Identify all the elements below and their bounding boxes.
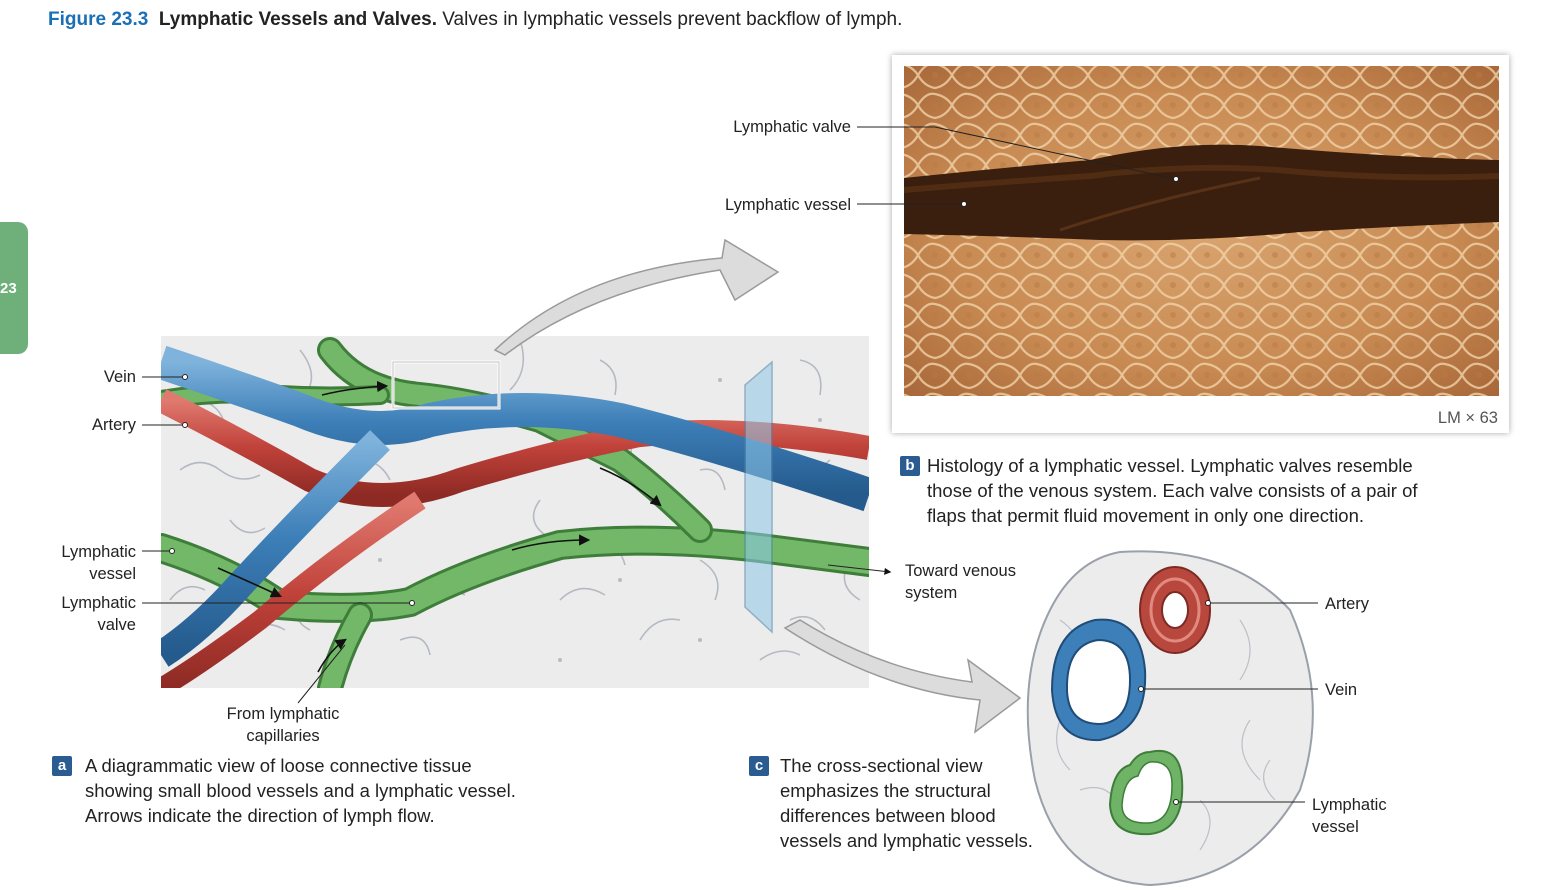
label-toward-venous-line2: system [905, 584, 958, 602]
label-c-lymphatic-vessel-line2: vessel [1312, 818, 1359, 836]
badge-a-wrap: a [52, 756, 72, 776]
connective-tissue-diagram [161, 336, 869, 688]
label-from-capillaries: From lymphatic capillaries [200, 703, 366, 747]
caption-b: Histology of a lymphatic vessel. Lymphat… [927, 453, 1418, 528]
chapter-tab: 23 [0, 222, 28, 354]
label-toward-venous-line1: Toward venous [905, 562, 1016, 580]
histology-photo [904, 66, 1499, 396]
figure-number: Figure 23.3 [48, 9, 149, 30]
zoom-arrow-to-histology [493, 238, 780, 356]
label-c-vein: Vein [1325, 681, 1358, 699]
caption-c-line4: vessels and lymphatic vessels. [780, 830, 1033, 851]
caption-c-line1: The cross-sectional view [780, 755, 983, 776]
label-b-lymphatic-valve: Lymphatic valve [733, 118, 851, 136]
caption-b-line1: Histology of a lymphatic vessel. Lymphat… [927, 455, 1413, 476]
label-lymphatic-vessel: Lymphatic vessel [61, 541, 136, 585]
label-lymphatic-vessel-line2: vessel [89, 565, 136, 583]
caption-c: The cross-sectional view emphasizes the … [780, 753, 1033, 853]
caption-a: A diagrammatic view of loose connective … [85, 753, 516, 828]
caption-c-line3: differences between blood [780, 805, 996, 826]
caption-a-line1: A diagrammatic view of loose connective … [85, 755, 472, 776]
badge-b-wrap: b [900, 456, 920, 476]
panel-badge-b: b [900, 456, 920, 476]
label-b-lymphatic-vessel: Lymphatic vessel [725, 196, 851, 214]
vein-shape [161, 345, 869, 667]
label-c-lymphatic-vessel-line1: Lymphatic [1312, 796, 1387, 814]
label-from-capillaries-line2: capillaries [246, 727, 320, 745]
caption-b-line3: flaps that permit fluid movement in only… [927, 505, 1365, 526]
figure-description: Valves in lymphatic vessels prevent back… [442, 9, 903, 30]
label-toward-venous: Toward venous system [905, 560, 1016, 604]
label-vein: Vein [103, 368, 136, 386]
cross-section-diagram [1026, 550, 1314, 887]
panel-badge-c: c [749, 756, 769, 776]
magnification-label: LM × 63 [1437, 409, 1498, 427]
label-lymphatic-valve-line2: valve [97, 616, 136, 634]
panel-badge-a: a [52, 756, 72, 776]
figure-title-text: Lymphatic Vessels and Valves. [158, 9, 438, 30]
label-c-lymphatic-vessel: Lymphatic vessel [1312, 794, 1387, 838]
label-lymphatic-vessel-line1: Lymphatic [61, 543, 136, 561]
caption-c-line2: emphasizes the structural [780, 780, 991, 801]
caption-a-line2: showing small blood vessels and a lympha… [85, 780, 516, 801]
badge-c-wrap: c [749, 756, 769, 776]
figure-title: Figure 23.3 Lymphatic Vessels and Valves… [48, 9, 902, 31]
label-c-artery: Artery [1325, 595, 1370, 613]
caption-b-line2: those of the venous system. Each valve c… [927, 480, 1418, 501]
label-from-capillaries-line1: From lymphatic [226, 705, 340, 723]
label-lymphatic-valve: Lymphatic valve [61, 592, 136, 636]
label-lymphatic-valve-line1: Lymphatic [61, 594, 136, 612]
zoom-arrow-to-cross-section [783, 619, 1022, 734]
caption-a-line3: Arrows indicate the direction of lymph f… [85, 805, 435, 826]
chapter-number: 23 [0, 280, 17, 297]
label-artery: Artery [91, 416, 136, 434]
